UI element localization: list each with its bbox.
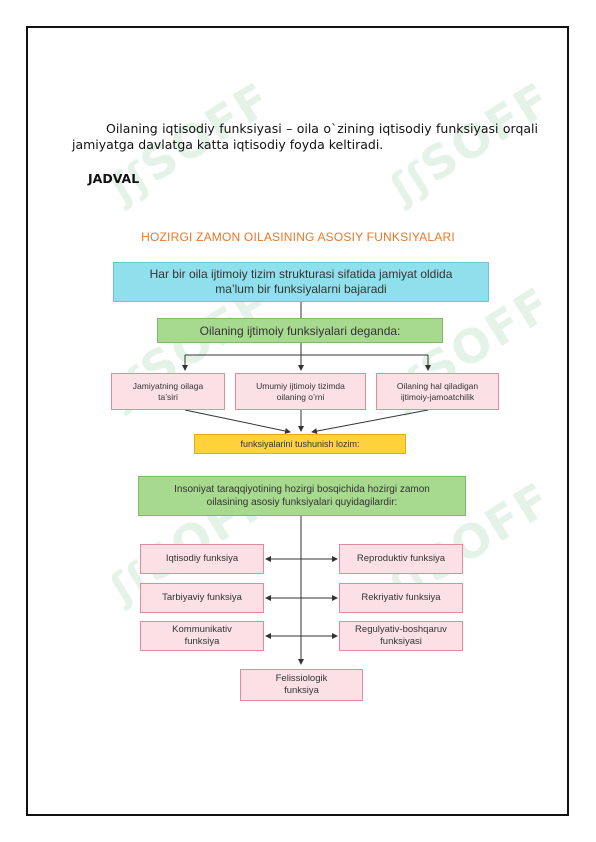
function-felicitological: Felissiologik funksiya — [240, 669, 363, 701]
top-box: Har bir oila ijtimoiy tizim strukturasi … — [113, 262, 489, 302]
function-economic: Iqtisodiy funksiya — [140, 544, 264, 574]
function-recreational: Rekriyativ funksiya — [339, 583, 463, 613]
function-reproductive: Reproduktiv funksiya — [339, 544, 463, 574]
function-educational: Tarbiyaviy funksiya — [140, 583, 264, 613]
understanding-box: funksiyalarini tushunish lozim: — [194, 434, 406, 454]
function-communicative: Kommunikativ funksiya — [140, 621, 264, 651]
social-item-3: Oilaning hal qiladigan ijtimoiy-jamoatch… — [376, 373, 499, 410]
diagram-title: HOZIRGI ZAMON OILASINING ASOSIY FUNKSIYA… — [141, 230, 455, 244]
intro-paragraph: Oilaning iqtisodiy funksiyasi – oila o`z… — [72, 121, 538, 152]
social-item-1: Jamiyatning oilaga ta’siri — [111, 373, 225, 410]
function-regulative: Regulyativ-boshqaruv funksiyasi — [339, 621, 463, 651]
table-heading: JADVAL — [88, 171, 140, 186]
social-functions-box: Oilaning ijtimoiy funksiyalari deganda: — [157, 318, 443, 343]
modern-functions-box: Insoniyat taraqqiyotining hozirgi bosqic… — [138, 476, 466, 516]
social-item-2: Umumiy ijtimoiy tizimda oilaning o’rni — [235, 373, 366, 410]
page-border — [26, 26, 569, 816]
